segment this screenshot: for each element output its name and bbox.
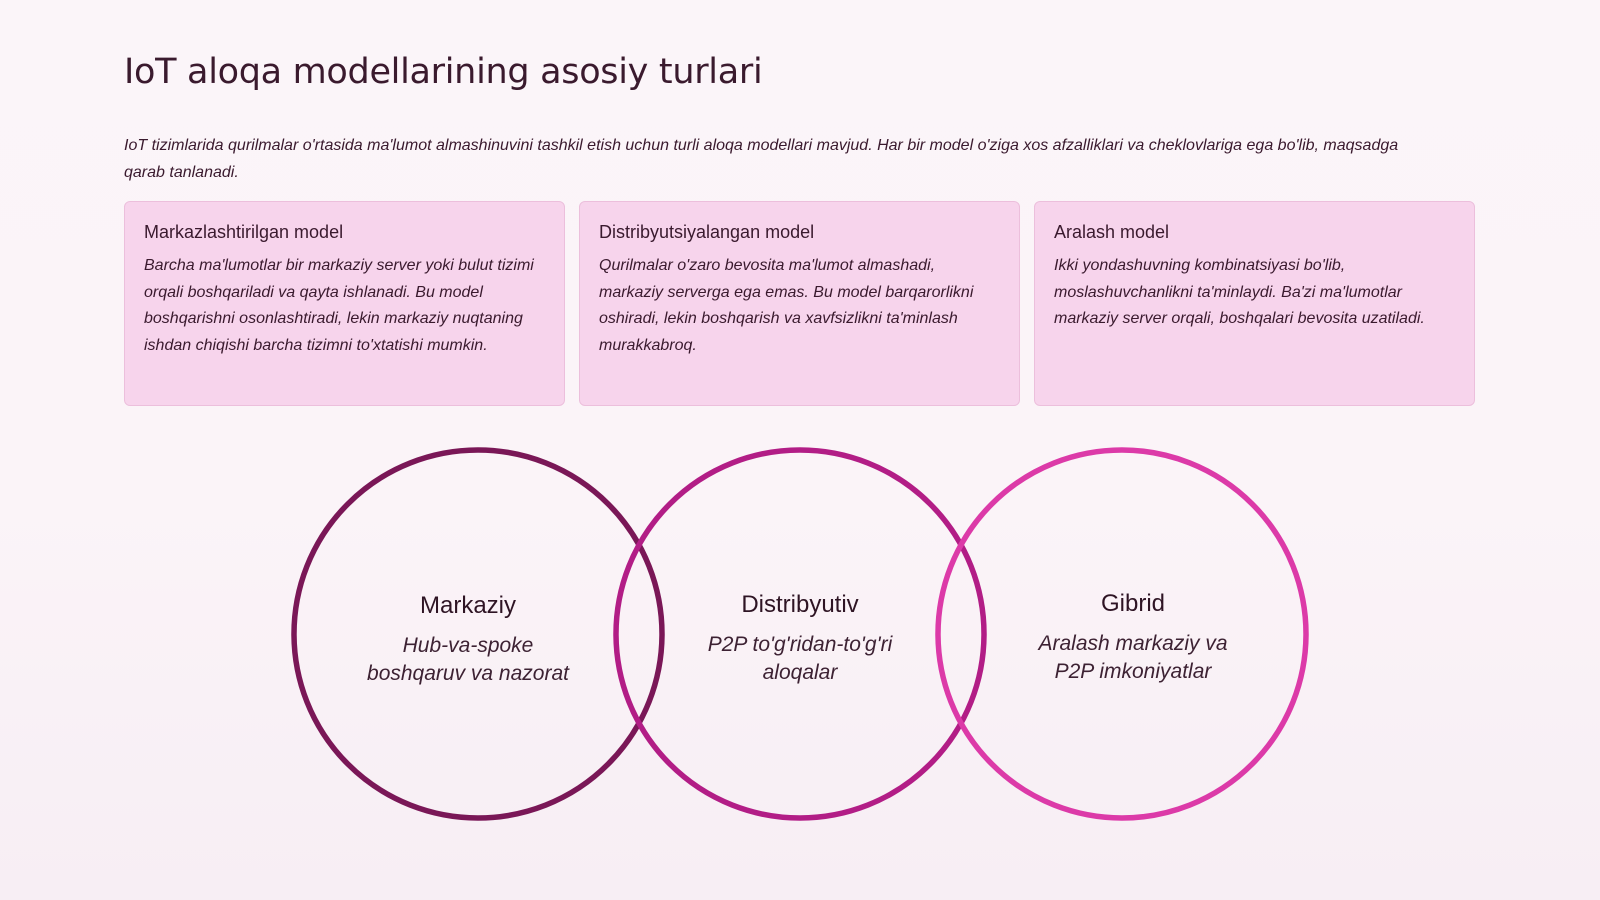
card-hybrid: Aralash model Ikki yondashuvning kombina… xyxy=(1034,201,1475,406)
slide-title: IoT aloqa modellarining asosiy turlari xyxy=(124,52,763,92)
card-distributed: Distribyutsiyalangan model Qurilmalar o'… xyxy=(579,201,1020,406)
card-description: Ikki yondashuvning kombinatsiyasi bo'lib… xyxy=(1054,257,1425,327)
card-description: Barcha ma'lumotlar bir markaziy server y… xyxy=(144,257,534,354)
card-centralized: Markazlashtirilgan model Barcha ma'lumot… xyxy=(124,201,565,406)
model-cards: Markazlashtirilgan model Barcha ma'lumot… xyxy=(124,201,1476,406)
venn-desc-line: aloqalar xyxy=(763,661,839,684)
venn-label-centralized: Markaziy xyxy=(420,592,516,619)
venn-desc-line: P2P imkoniyatlar xyxy=(1055,660,1213,683)
venn-circle-hybrid xyxy=(935,447,1309,821)
venn-desc-line: Hub-va-spoke xyxy=(403,634,534,657)
venn-desc-line: Aralash markaziy va xyxy=(1036,632,1227,655)
venn-desc-line: boshqaruv va nazorat xyxy=(367,662,570,685)
card-description: Qurilmalar o'zaro bevosita ma'lumot alma… xyxy=(599,257,974,354)
card-title: Markazlashtirilgan model xyxy=(144,222,344,242)
venn-circle-distributed xyxy=(613,447,987,821)
venn-desc-line: P2P to'g'ridan-to'g'ri xyxy=(708,633,894,656)
venn-circle-centralized xyxy=(291,447,665,821)
venn-label-distributed: Distribyutiv xyxy=(741,591,858,618)
card-title: Aralash model xyxy=(1054,222,1170,242)
card-title: Distribyutsiyalangan model xyxy=(599,222,815,242)
venn-label-hybrid: Gibrid xyxy=(1101,590,1165,617)
intro-paragraph: IoT tizimlarida qurilmalar o'rtasida ma'… xyxy=(124,137,1399,181)
